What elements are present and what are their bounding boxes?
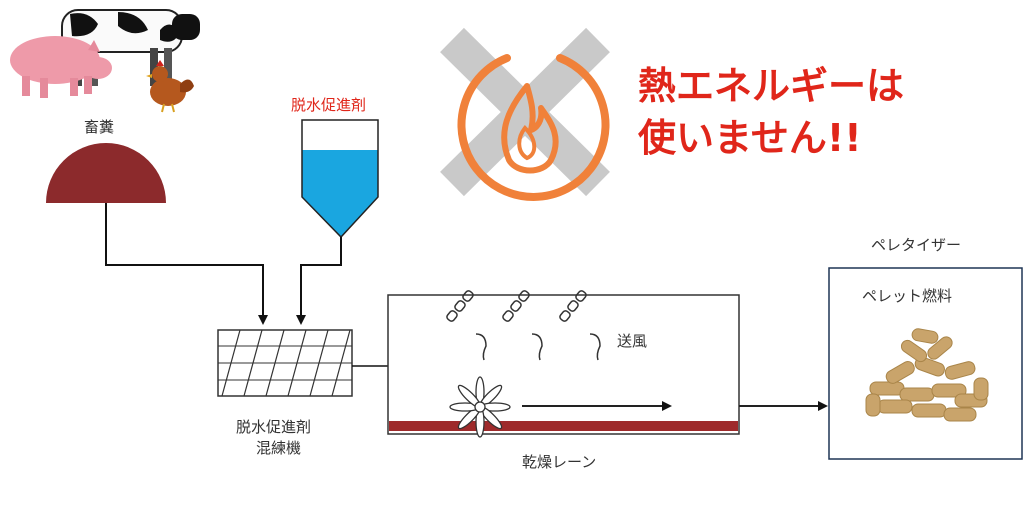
agent-tank xyxy=(301,119,379,239)
no-heat-message-line2: 使いません!! xyxy=(638,116,862,160)
drying-lane-label: 乾燥レーン xyxy=(522,453,597,471)
pellet-fuel-label: ペレット燃料 xyxy=(862,287,953,305)
drying-lane-box xyxy=(387,294,740,435)
pelletizer-label: ペレタイザー xyxy=(871,236,962,254)
mixer-label-line1: 脱水促進剤 xyxy=(236,418,312,436)
manure-label: 畜糞 xyxy=(84,118,115,136)
dehydration-agent-label: 脱水促進剤 xyxy=(291,96,367,114)
manure-line xyxy=(105,203,268,325)
pellet-pile-icon xyxy=(865,328,989,422)
bacteria-icon xyxy=(446,290,601,361)
pig-icon xyxy=(10,36,112,98)
air-blow-label: 送風 xyxy=(617,332,648,350)
manure-dome xyxy=(46,143,166,203)
agent-line xyxy=(296,237,342,325)
drying-belt xyxy=(389,421,738,431)
fan-icon xyxy=(449,376,511,438)
mixer-machine xyxy=(217,329,353,397)
mixer-label-line2: 混練機 xyxy=(256,439,302,457)
no-heat-message-line1: 熱エネルギーは xyxy=(638,64,905,108)
flame-icon xyxy=(457,54,610,201)
chicken-icon xyxy=(146,60,194,113)
